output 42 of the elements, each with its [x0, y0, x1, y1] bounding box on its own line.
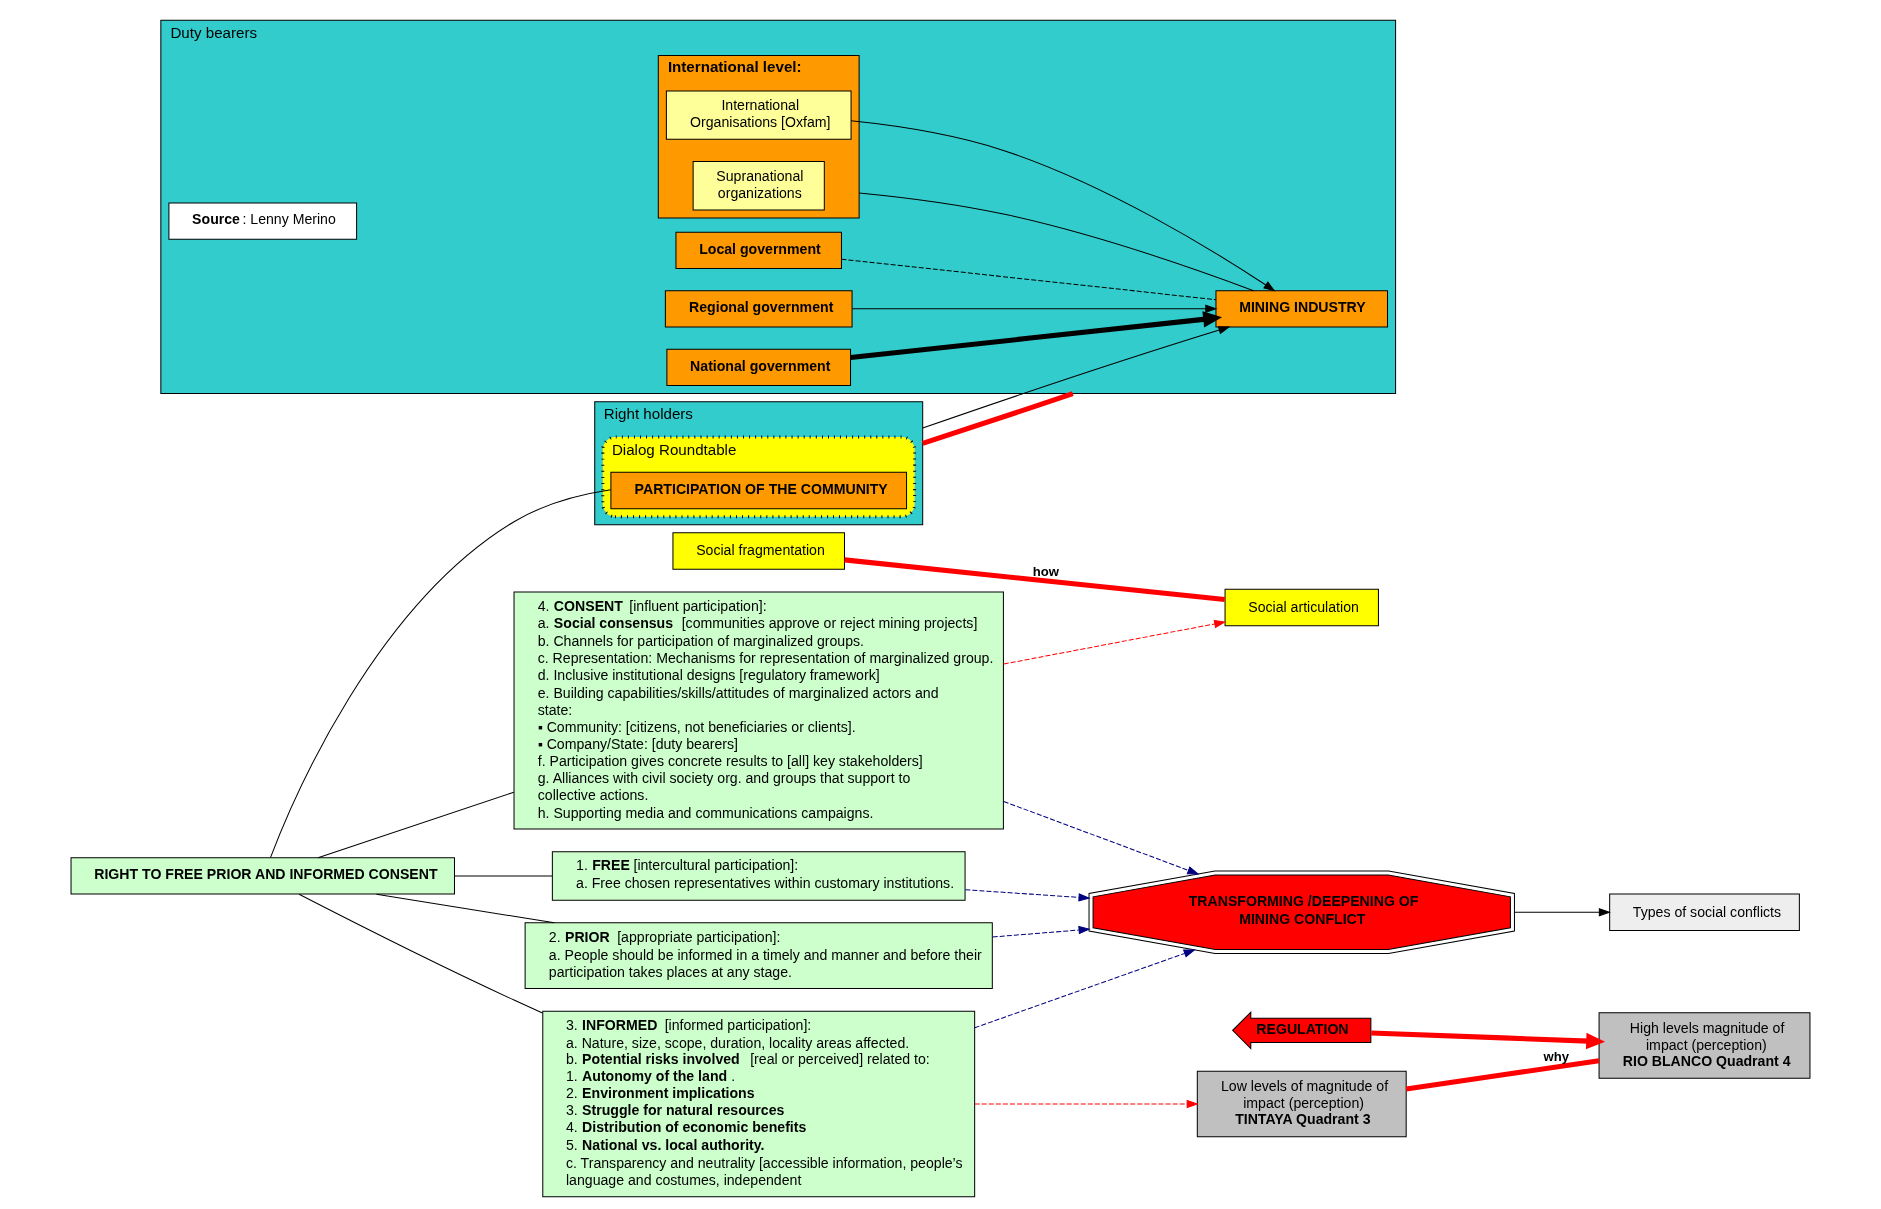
arrow [1003, 800, 1200, 875]
node-box: National government [666, 348, 852, 387]
node-box: Types of social conflicts [1609, 893, 1800, 931]
connector [454, 875, 553, 877]
connector [375, 893, 555, 924]
node-box: Local government [675, 231, 842, 269]
connector [844, 557, 1225, 603]
node-box: 3. INFORMED [informed participation]: a. Nature, size, scope, duration, locality areas affected. b. Potential risks involved [real or perceived] related to: 1. Autonomy of the land. 2. Environment implications 3. Struggle for natural resources 4. Distribution of economic benefits 5. National vs. local authority. c. Transparency and neutrality [accessible information, people’s language and costumes, independent [542, 1010, 976, 1198]
node-box: Low levels of magnitude of impact (perception) TINTAYA Quadrant 3 [1196, 1070, 1407, 1138]
node-box: Social articulation [1224, 588, 1379, 627]
node-box: Social fragmentation [672, 532, 845, 570]
node-box: 4. CONSENT [influent participation]: a. Social consensus [communities approve or reject mining projects] b. Channels for participation of marginalized groups. c. Representation: Mechanisms for representation of marginalized group. d. Inclusive institutional designs [regulatory framework] e. Building capabilities/skills/attitudes of marginalized actors and state: ▪ Community: [citizens, not beneficiaries or clients]. ▪ Company/State: [duty bearers] f. Participation gives concrete results to [all] key stakeholders] g. Alliances with civil society org. and groups that support to collective actions. h. Supporting media and communications campaigns. [513, 591, 1004, 830]
arrow [922, 326, 1231, 429]
connector [841, 258, 1217, 301]
node-box: Regional government [664, 290, 853, 328]
connector [269, 489, 612, 859]
arrow [974, 1099, 1199, 1109]
connector [1405, 1058, 1600, 1092]
node-box: Source: Lenny Merino [168, 202, 358, 240]
connector [921, 391, 1074, 446]
arrow [1514, 908, 1611, 917]
connector [317, 791, 515, 859]
arrow [850, 120, 1276, 292]
connector [298, 893, 543, 1014]
connector [858, 192, 1255, 292]
arrow [850, 311, 1223, 361]
arrow [851, 304, 1218, 314]
node-box: High levels magnitude of impact (perception) RIO BLANCO Quadrant 4 [1598, 1012, 1811, 1079]
arrow [964, 889, 1091, 902]
arrow [992, 925, 1091, 938]
arrow [974, 949, 1196, 1029]
node-box: MINING INDUSTRY [1215, 290, 1389, 328]
edge-label: why [1543, 1049, 1570, 1064]
node-box: 2. PRIOR [appropriate participation]: a. People should be informed in a timely and manner and before their participation takes places at any stage. [524, 922, 993, 989]
arrow [1003, 619, 1227, 665]
arrow [1371, 1030, 1606, 1050]
node-box: PARTICIPATION OF THE COMMUNITY [610, 471, 908, 510]
node-box: Supranational organizations [692, 161, 825, 211]
node-box: International Organisations [Oxfam] [665, 90, 852, 140]
node-box: 1. FREE [intercultural participation]: a. Free chosen representatives within customary institutions. [551, 851, 966, 901]
node-box: RIGHT TO FREE PRIOR AND INFORMED CONSENT [70, 857, 455, 895]
edge-label: how [1032, 563, 1059, 579]
